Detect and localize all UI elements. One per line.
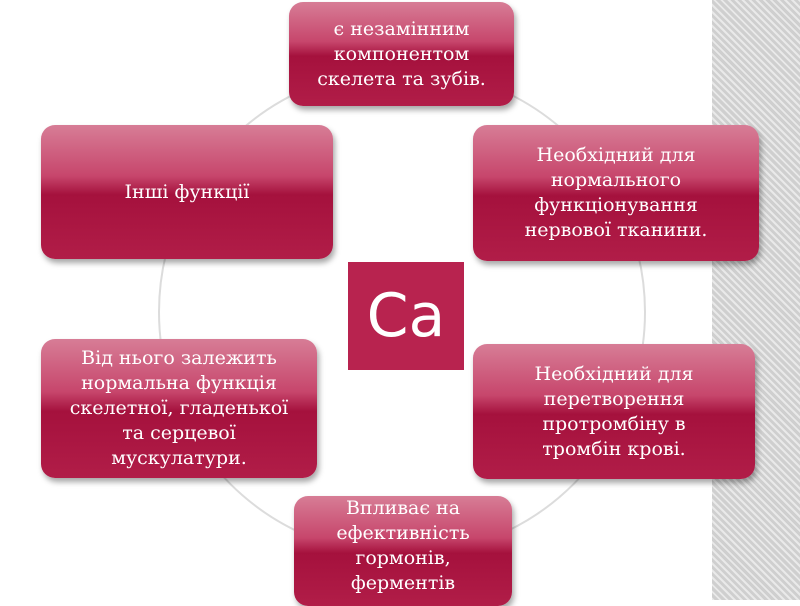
node-text: Необхідний для перетворення протромбіну … <box>534 362 694 460</box>
node-hormones-enzymes: Впливає на ефективність гормонів, фермен… <box>294 496 512 606</box>
center-label: Ca <box>366 281 446 351</box>
decorative-stripe <box>712 0 800 600</box>
node-text: є незамінним компонентом скелета та зубі… <box>317 17 486 90</box>
node-text: Інші функції <box>124 180 250 203</box>
node-skeleton-teeth: є незамінним компонентом скелета та зубі… <box>289 2 514 106</box>
node-muscle-function: Від нього залежить нормальна функція ске… <box>41 339 317 478</box>
node-text: Від нього залежить нормальна функція ске… <box>69 347 289 469</box>
node-other-functions: Інші функції <box>41 125 333 259</box>
node-nervous-tissue: Необхідний для нормального функціонуванн… <box>473 125 759 261</box>
center-element-ca: Ca <box>348 262 464 370</box>
node-text: Впливає на ефективність гормонів, фермен… <box>336 497 470 594</box>
node-text: Необхідний для нормального функціонуванн… <box>524 144 708 241</box>
node-prothrombin: Необхідний для перетворення протромбіну … <box>473 344 755 479</box>
